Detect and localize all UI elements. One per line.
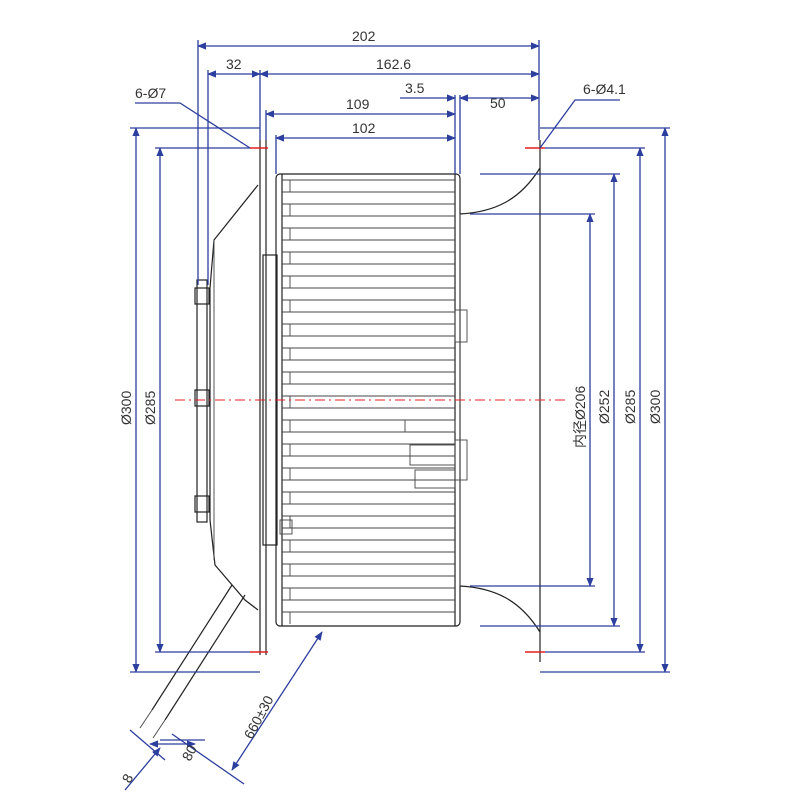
impeller-blades xyxy=(282,179,455,624)
dim-202-label: 202 xyxy=(352,28,376,44)
inner-dia-label: 内径Ø206 xyxy=(572,386,588,448)
right-vertical-dims xyxy=(470,127,670,673)
inlet-ring-details xyxy=(279,309,468,535)
left-holes-label: 6-Ø7 xyxy=(135,85,166,101)
right-holes-label: 6-Ø4.1 xyxy=(583,81,626,97)
dim-3-5-label: 3.5 xyxy=(405,80,425,96)
dim-162-6-label: 162.6 xyxy=(376,56,411,72)
left-vertical-dims xyxy=(130,127,260,673)
leader-6-d4-1 xyxy=(539,99,620,149)
cable-length-label: 660±30 xyxy=(241,693,277,742)
fan-outline xyxy=(194,140,461,655)
left-bolt-circle-label: Ø285 xyxy=(142,391,158,425)
power-cable xyxy=(139,584,246,739)
inlet-cone xyxy=(459,140,541,662)
right-outer-dia-label: Ø300 xyxy=(647,390,663,424)
dim-102-label: 102 xyxy=(352,120,376,136)
leader-6-d7 xyxy=(135,102,251,149)
dim-32-label: 32 xyxy=(226,56,242,72)
dim-109-label: 109 xyxy=(346,96,370,112)
dim-50-label: 50 xyxy=(490,95,506,111)
dia-252-label: Ø252 xyxy=(596,390,612,424)
left-outer-dia-label: Ø300 xyxy=(118,391,134,425)
extension-lines xyxy=(197,40,540,285)
cable-dims xyxy=(124,631,323,791)
right-bolt-circle-label: Ø285 xyxy=(622,390,638,424)
cable-strip-label: 80 xyxy=(179,742,201,763)
cable-tip-label: 8 xyxy=(119,771,137,786)
